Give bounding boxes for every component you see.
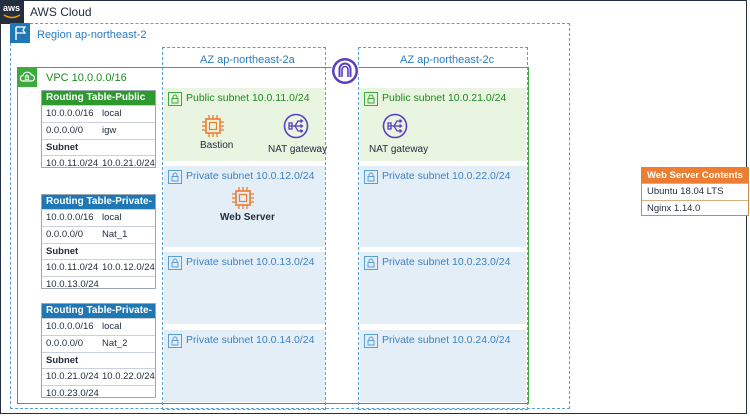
vpc-cloud-icon: [17, 67, 37, 87]
web-server-content-item: Ubuntu 18.04 LTS: [642, 183, 748, 200]
nat-gateway-icon: [382, 113, 408, 139]
az-frame-2c: [358, 47, 528, 410]
lock-icon: [168, 170, 182, 184]
routing-table-title: Routing Table-Private-1: [42, 195, 155, 221]
subnet-label: Private subnet 10.0.12.0/24: [186, 170, 315, 182]
route-target: Nat_1: [102, 229, 128, 240]
routing-table-public: Routing Table-Public 10.0.0.0/16 local 0.…: [41, 90, 156, 169]
routing-table-title: Routing Table-Public: [42, 91, 155, 105]
internet-gateway-icon: [331, 57, 359, 85]
vpc-title: VPC 10.0.0.0/16: [46, 72, 127, 84]
az-title-2a: AZ ap-northeast-2a: [200, 54, 295, 66]
subnet-label: Public subnet 10.0.21.0/24: [382, 92, 507, 104]
ec2-instance-icon: [200, 113, 226, 139]
ec2-instance-icon: [230, 185, 256, 211]
subnet-cidr: 10.0.13.0/24: [46, 279, 99, 290]
subnet-row: 10.0.23.0/24: [42, 385, 155, 402]
cloud-title: AWS Cloud: [30, 5, 92, 19]
subnet-label: Public subnet 10.0.11.0/24: [186, 92, 310, 104]
subnet-label: Private subnet 10.0.23.0/24: [382, 256, 511, 268]
route-row: 0.0.0.0/0 Nat_1: [42, 226, 155, 243]
route-target: local: [102, 212, 122, 223]
route-row: 0.0.0.0/0 igw: [42, 122, 155, 139]
lock-icon: [168, 256, 182, 270]
private-subnet-2c-3: Private subnet 10.0.24.0/24: [360, 330, 526, 402]
lock-icon: [364, 256, 378, 270]
lock-icon: [168, 334, 182, 348]
private-subnet-2a-2: Private subnet 10.0.13.0/24: [164, 252, 325, 324]
route-destination: 10.0.0.0/16: [46, 108, 94, 119]
private-subnet-2c-1: Private subnet 10.0.22.0/24: [360, 166, 526, 247]
subnet-cidr: 10.0.23.0/24: [46, 388, 99, 399]
route-row: 0.0.0.0/0 Nat_2: [42, 335, 155, 352]
subnet-cidr: 10.0.11.0/24: [46, 262, 99, 273]
route-destination: 0.0.0.0/0: [46, 229, 83, 240]
region-frame: [10, 23, 570, 409]
subnet-label: Private subnet 10.0.14.0/24: [186, 334, 315, 346]
subnet-cidr: 10.0.11.0/24: [46, 158, 99, 169]
route-destination: 0.0.0.0/0: [46, 338, 83, 349]
subnet-row: 10.0.13.0/24: [42, 276, 155, 293]
lock-icon: [168, 92, 182, 106]
region-title: Region ap-northeast-2: [37, 29, 147, 41]
bastion-label: Bastion: [200, 140, 234, 151]
route-target: igw: [102, 125, 117, 136]
web-server-label: Web Server: [220, 212, 275, 223]
az-frame-2a: [162, 47, 326, 410]
subnet-cidr: 10.0.22.0/24: [102, 371, 155, 382]
route-destination: 0.0.0.0/0: [46, 125, 83, 136]
public-subnet-2c: Public subnet 10.0.21.0/24 NAT gateway: [360, 88, 526, 161]
private-subnet-2c-2: Private subnet 10.0.23.0/24: [360, 252, 526, 324]
lock-icon: [364, 334, 378, 348]
route-row: 10.0.0.0/16 local: [42, 105, 155, 122]
web-server-contents-table: Web Server Contents Ubuntu 18.04 LTS Ngi…: [641, 167, 749, 216]
private-subnet-2a-3: Private subnet 10.0.14.0/24: [164, 330, 325, 402]
aws-logo-text: aws: [3, 3, 21, 13]
public-subnet-2a: Public subnet 10.0.11.0/24 Bastion NAT g…: [164, 88, 328, 161]
lock-icon: [364, 170, 378, 184]
subnet-header: Subnet: [42, 139, 155, 155]
route-destination: 10.0.0.0/16: [46, 321, 94, 332]
nat-gateway-icon: [283, 113, 309, 139]
route-row: 10.0.0.0/16 local: [42, 318, 155, 335]
route-row: 10.0.0.0/16 local: [42, 209, 155, 226]
subnet-cidr: 10.0.21.0/24: [46, 371, 99, 382]
private-subnet-2a-1: Private subnet 10.0.12.0/24 Web Server: [164, 166, 325, 247]
subnet-cidr: 10.0.21.0/24: [102, 158, 155, 169]
lock-icon: [364, 92, 378, 106]
route-target: Nat_2: [102, 338, 128, 349]
nat-gateway-label: NAT gateway: [369, 144, 429, 155]
route-destination: 10.0.0.0/16: [46, 212, 94, 223]
subnet-header: Subnet: [42, 352, 155, 368]
subnet-cidr: 10.0.12.0/24: [102, 262, 155, 273]
subnet-header: Subnet: [42, 243, 155, 259]
subnet-label: Private subnet 10.0.13.0/24: [186, 256, 315, 268]
route-target: local: [102, 108, 122, 119]
subnet-label: Private subnet 10.0.22.0/24: [382, 170, 511, 182]
routing-table-private-2: Routing Table-Private-2 10.0.0.0/16 local…: [41, 303, 156, 399]
route-target: local: [102, 321, 122, 332]
aws-logo-icon: aws: [0, 0, 24, 24]
az-title-2c: AZ ap-northeast-2c: [400, 54, 495, 66]
web-server-content-item: Nginx 1.14.0: [642, 200, 748, 217]
subnet-label: Private subnet 10.0.24.0/24: [382, 334, 511, 346]
region-flag-icon: [10, 23, 30, 43]
vpc-frame: [17, 67, 529, 404]
nat-gateway-label: NAT gateway: [268, 144, 328, 155]
web-server-contents-title: Web Server Contents: [642, 168, 748, 183]
routing-table-private-1: Routing Table-Private-1 10.0.0.0/16 local…: [41, 194, 156, 290]
routing-table-title: Routing Table-Private-2: [42, 304, 155, 330]
